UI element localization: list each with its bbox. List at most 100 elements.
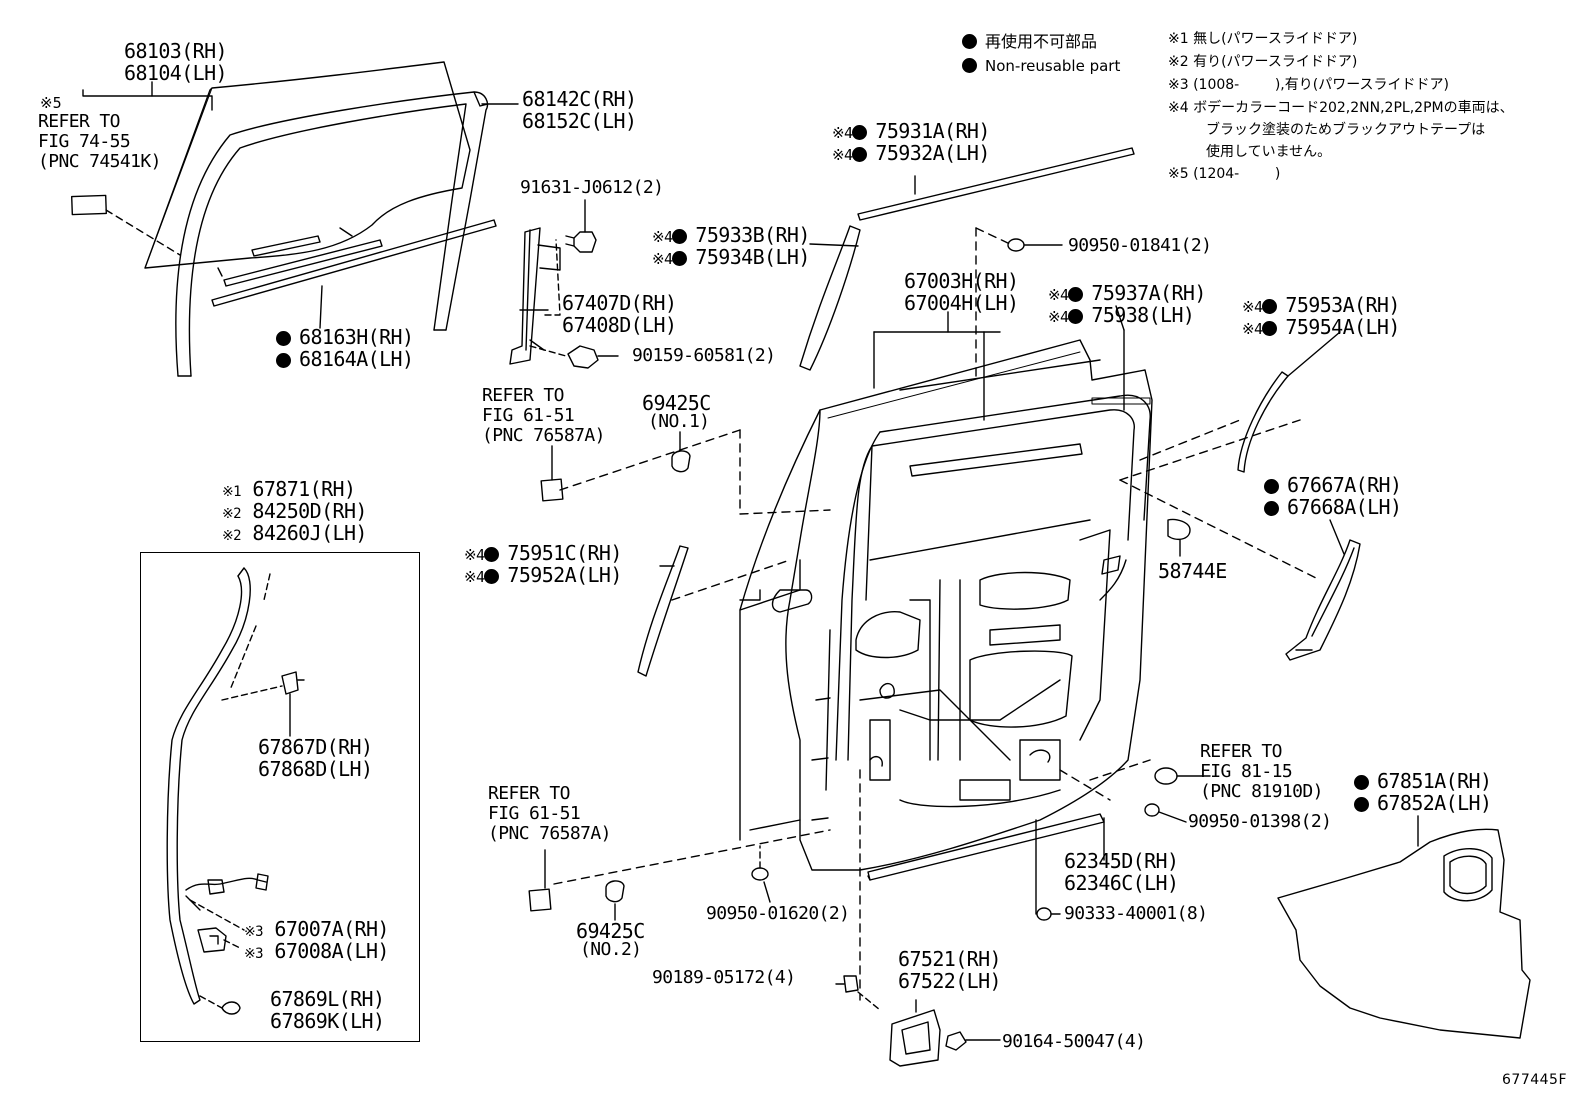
service-panel-drawing [1277,815,1531,1039]
legend-en: Non-reusable part [962,58,1120,75]
part-label-text: 67668A(LH) [1287,495,1402,519]
part-label: ※1 67871(RH) [222,478,356,503]
part-label: ※3 67008A(LH) [244,940,389,965]
part-label-text: 84250D(RH) [252,499,367,523]
part-label: 67869K(LH) [270,1009,385,1033]
part-label: 68142C(RH) [522,87,637,111]
part-label: ※4 75951C(RH) [464,542,622,566]
part-label: 67408D(LH) [562,313,677,337]
part-label: 69425C [576,919,645,943]
bullet-icon [276,331,291,346]
ref-label: REFER TO [488,783,571,804]
part-label: 67868D(LH) [258,757,373,781]
part-label-text: 67667A(RH) [1287,473,1402,497]
bullet-icon [1354,775,1369,790]
part-label-text: 75953A(RH) [1285,293,1400,317]
note-mark: ※4 [832,124,853,142]
part-label-text: 75932A(LH) [875,141,990,165]
part-label-text: 75931A(RH) [875,119,990,143]
note-mark: ※3 [244,924,264,940]
part-label-text: 67008A(LH) [274,939,389,963]
striker-drawing [889,999,941,1067]
bullet-icon [852,125,868,140]
bullet-icon [1354,797,1369,812]
blackout-tapes-drawing [637,147,1341,677]
note-mark: ※2 [222,528,242,544]
ref-label: REFER TO [1200,741,1283,762]
footnote-1: ※1 無し(パワースライドドア) [1168,31,1358,47]
part-label: 68152C(LH) [522,109,637,133]
part-label-text: 75934B(LH) [695,245,810,269]
part-label: 67852A(LH) [1354,792,1492,814]
ref-label: FIG 74-55 [38,131,131,152]
belt-weatherstrip-drawing [211,219,497,329]
part-label: 68104(LH) [124,61,228,85]
ref-label: FIG 61-51 [488,803,581,824]
bullet-icon [484,569,500,584]
part-label-text: 75952A(LH) [507,563,622,587]
ref-label: (PNC 74541K) [38,151,161,172]
note-mark: ※4 [1048,286,1069,304]
bullet-icon [672,229,688,244]
note-mark: ※4 [1242,320,1263,338]
footnote-3: ※3 (1008- ),有り(パワースライドドア) [1168,77,1449,93]
part-label: 90159-60581(2) [632,345,776,366]
part-label: 91631-J0612(2) [520,177,664,198]
part-label: 90950-01398(2) [1188,811,1332,832]
part-label: 67521(RH) [898,947,1002,971]
part-label-text: 84260J(LH) [252,521,367,545]
part-label: 68163H(RH) [276,326,414,348]
part-label-text: 75938(LH) [1091,303,1195,327]
bullet-icon [484,547,500,562]
bullet-icon [672,251,688,266]
part-label: 67004H(LH) [904,291,1019,315]
part-label: (NO.1) [648,411,710,432]
note-mark: ※5 [40,94,62,112]
bullet-icon [1264,479,1279,494]
footnote-4-line2: ブラック塗装のためブラックアウトテープは [1206,122,1486,138]
part-label: 58744E [1158,559,1227,583]
bullet-icon [1068,309,1084,324]
bullet-icon [1264,501,1279,516]
part-label: ※4 75953A(RH) [1242,294,1400,318]
figure-number: 677445F [1502,1072,1567,1088]
part-label-text: 75933B(RH) [695,223,810,247]
part-label-text: 68164A(LH) [299,347,414,371]
bolt-drawing [565,199,597,253]
note-mark: ※4 [464,546,485,564]
part-label: ※4 75933B(RH) [652,224,810,248]
part-label: 67668A(LH) [1264,495,1402,519]
part-label: 90189-05172(4) [652,967,796,988]
part-label: 68164A(LH) [276,347,414,371]
part-label: 90333-40001(8) [1064,903,1208,924]
part-label-text: 75951C(RH) [507,541,622,565]
footnote-4-line3: 使用していません。 [1206,144,1332,160]
bullet-icon [1262,299,1278,314]
part-label: 67851A(RH) [1354,770,1492,792]
legend-jp-text: 再使用不可部品 [985,32,1098,51]
note-mark: ※4 [652,228,673,246]
part-label-text: 67007A(RH) [274,917,389,941]
note-mark: ※3 [244,946,264,962]
part-label: 90950-01841(2) [1068,235,1212,256]
part-label: 67667A(RH) [1264,473,1402,497]
part-label-text: 75937A(RH) [1091,281,1206,305]
ref-label: FIG 81-15 [1200,761,1293,782]
channel-drawing [509,227,561,365]
note-mark: ※4 [1048,308,1069,326]
part-label: ※2 84250D(RH) [222,500,367,525]
part-label: ※4 75937A(RH) [1048,282,1206,306]
footnote-4: ※4 ボデーカラーコード202,2NN,2PL,2PMの車両は、 [1168,100,1514,116]
inset-drawing [166,567,305,1015]
legend-en-text: Non-reusable part [985,57,1121,75]
note-mark: ※4 [1242,298,1263,316]
bullet-icon [852,147,868,162]
part-label: 62345D(RH) [1064,849,1179,873]
seal-drawing [1285,519,1361,661]
note-mark: ※1 [222,484,242,500]
